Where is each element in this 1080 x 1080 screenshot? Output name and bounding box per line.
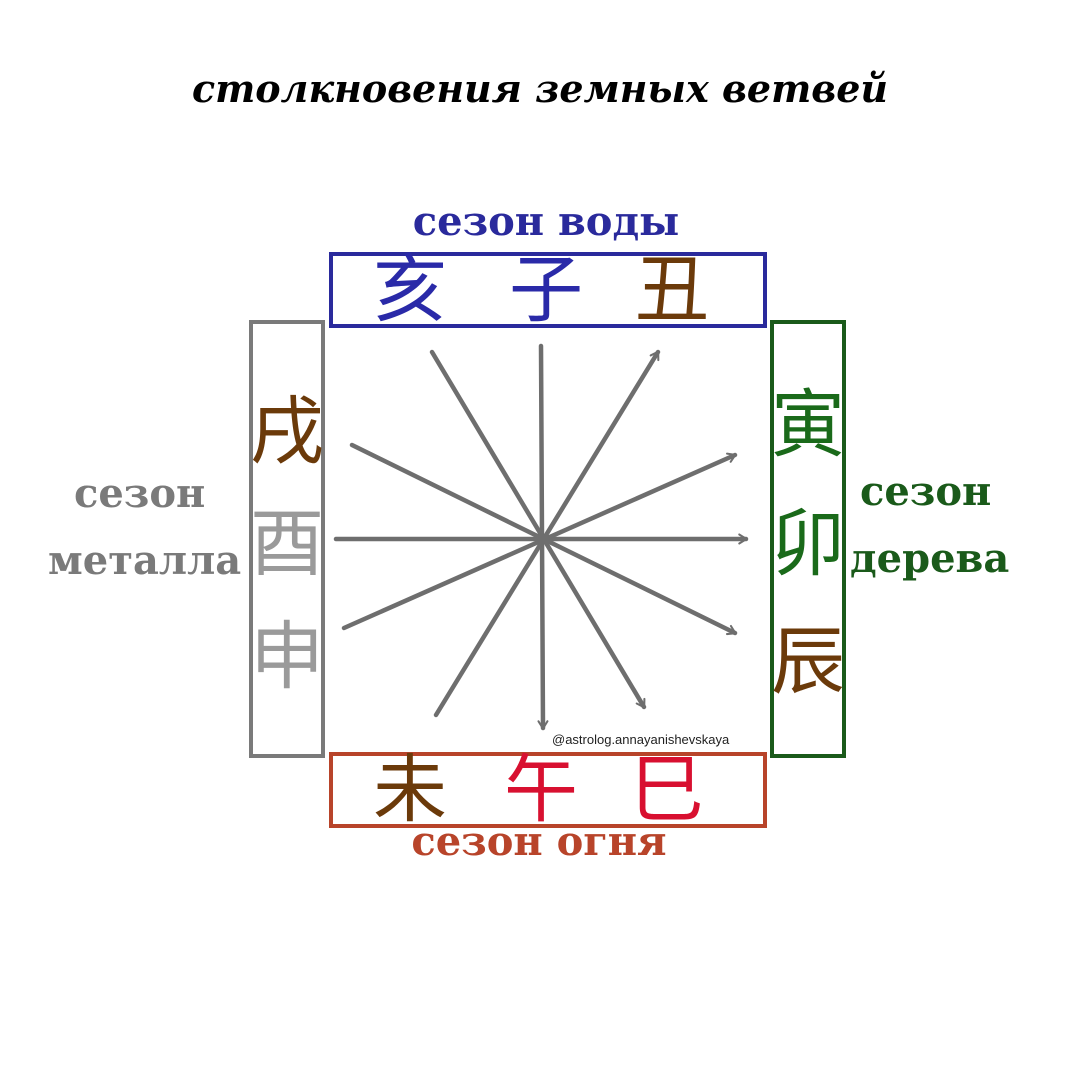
branch-mao: 卯 xyxy=(771,501,845,587)
diagram-title: столкновения земных ветвей xyxy=(191,66,889,111)
branch-wu: 午 xyxy=(504,747,578,833)
branch-you: 酉 xyxy=(250,501,324,587)
branch-hai: 亥 xyxy=(373,247,447,333)
branch-yin: 寅 xyxy=(771,382,845,468)
water-season-label: сезон воды xyxy=(412,198,680,245)
water-branch-box xyxy=(329,252,767,328)
wood-season-label-line2: дерева xyxy=(850,535,1010,582)
arrow-shen-yin xyxy=(341,452,738,631)
metal-season-label-line1: сезон xyxy=(74,470,206,517)
metal-branch-box xyxy=(249,320,325,758)
watermark-handle: @astrolog.annayanishevskaya xyxy=(552,732,730,747)
branch-shen: 申 xyxy=(250,614,324,700)
branch-si: 巳 xyxy=(630,747,704,833)
branch-chen: 辰 xyxy=(771,619,845,705)
fire-branch-box xyxy=(329,752,767,828)
arrow-xu-chen xyxy=(349,442,738,636)
arrow-hai-si xyxy=(429,349,647,710)
branch-xu: 戌 xyxy=(250,389,324,475)
branch-chou: 丑 xyxy=(635,247,709,333)
arrow-wei-chou xyxy=(433,349,661,718)
fire-season-label: сезон огня xyxy=(411,818,667,865)
branch-wei: 未 xyxy=(373,747,447,833)
wood-season-label-line1: сезон xyxy=(860,468,992,515)
branch-zi: 子 xyxy=(509,247,583,333)
metal-season-label-line2: металла xyxy=(48,537,242,584)
wood-branch-box xyxy=(770,320,846,758)
